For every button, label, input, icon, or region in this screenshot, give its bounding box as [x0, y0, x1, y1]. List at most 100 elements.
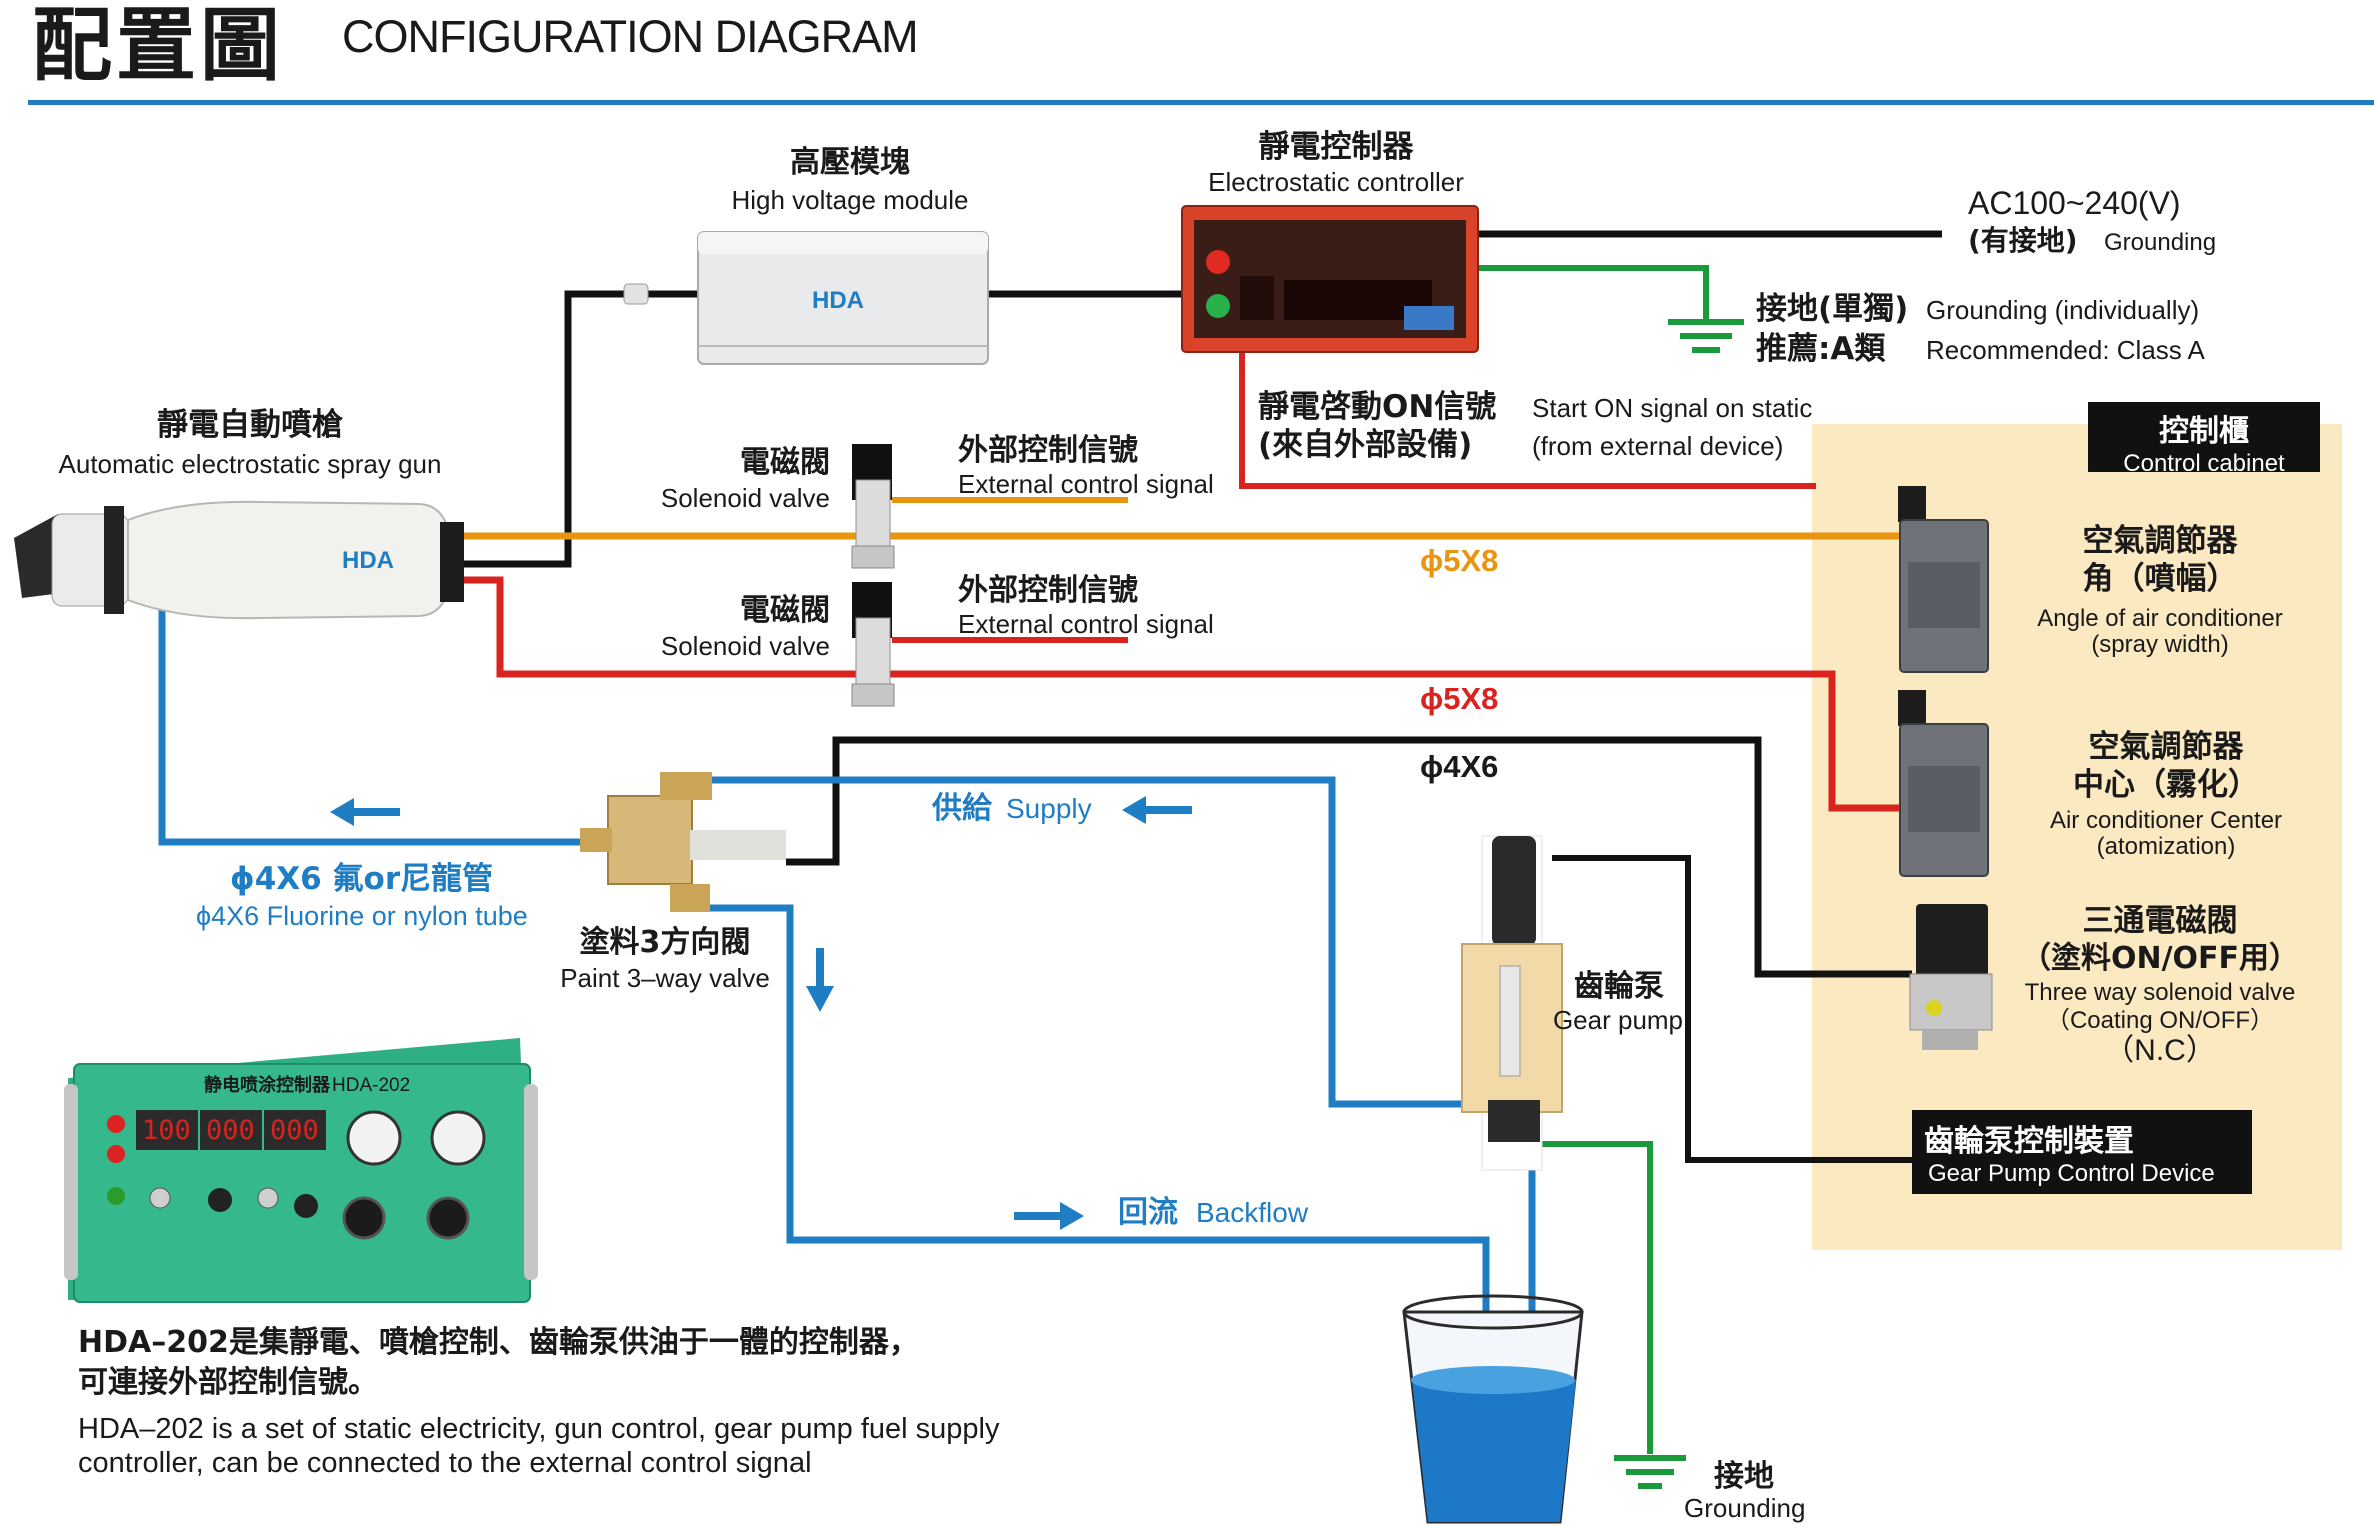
- hv-module-image: [623, 231, 989, 365]
- paint-valve-label-zh: 塗料3方向閥: [579, 925, 751, 960]
- gear-pump-control-cable: [1552, 855, 1912, 1163]
- control-cabinet-label-zh: 控制櫃: [2159, 414, 2249, 449]
- control-cabinet-tag: 控制櫃 Control cabinet: [2088, 402, 2320, 477]
- air-regulator-1-image: [1898, 486, 1989, 673]
- three-way-label-en: Three way solenoid valve: [2024, 979, 2296, 1006]
- spray-gun-image: [14, 500, 464, 620]
- supply-flow-arrow-icon: [1122, 796, 1192, 824]
- gear-pump-image: [1461, 835, 1563, 1171]
- paint-3way-valve-image: [580, 772, 786, 912]
- supply-line: [706, 776, 1480, 1108]
- three-way-label-zh: 三通電磁閥: [2082, 903, 2238, 939]
- black-tube-size: ϕ4X6: [1420, 749, 1499, 784]
- three-way-nc: （N.C）: [2104, 1034, 2216, 1067]
- panel-model: HDA-202: [332, 1075, 411, 1096]
- paint-valve-label-en: Paint 3–way valve: [560, 963, 770, 993]
- start-signal-wire: [1239, 352, 1816, 489]
- controller-ground-wire: [1478, 265, 1709, 320]
- gear-pump-control-label-en: Gear Pump Control Device: [1928, 1160, 2215, 1187]
- description-en-line2: controller, can be connected to the exte…: [78, 1447, 812, 1479]
- red-air-line: [460, 576, 1900, 812]
- black-tube-line: [786, 736, 1912, 978]
- hv-module-label-en: High voltage module: [731, 185, 969, 215]
- panel-display-3: 000: [270, 1115, 319, 1146]
- gear-pump-control-label-zh: 齒輪泵控制裝置: [1924, 1124, 2134, 1159]
- spray-gun-label-en: Automatic electrostatic spray gun: [58, 449, 442, 479]
- electrostatic-controller-image: [1181, 205, 1479, 353]
- regulator2-sub-zh: 中心（霧化）: [2073, 767, 2259, 803]
- fluorine-tube-label-en: ϕ4X6 Fluorine or nylon tube: [196, 901, 528, 931]
- start-signal-source-zh: (來自外部設備): [1258, 427, 1473, 463]
- backflow-label-en: Backflow: [1196, 1197, 1309, 1228]
- solenoid1-label-zh: 電磁閥: [740, 445, 830, 480]
- ground-individual-label-zh: 接地(單獨): [1756, 291, 1909, 327]
- spray-gun-label-zh: 靜電自動噴槍: [157, 407, 343, 443]
- controller-label-zh: 靜電控制器: [1258, 129, 1414, 165]
- start-signal-label-zh: 靜電啓動ON信號: [1258, 389, 1497, 425]
- gear-pump-control-tag: 齒輪泵控制裝置 Gear Pump Control Device: [1912, 1110, 2252, 1194]
- solenoid2-label-en: Solenoid valve: [660, 631, 830, 661]
- page-title-zh: 配置圖: [32, 0, 284, 92]
- solenoid2-signal-en: External control signal: [958, 609, 1214, 639]
- ground-class-label-zh: 推薦:A類: [1756, 331, 1886, 367]
- regulator2-sub-en: (atomization): [2096, 833, 2236, 860]
- hv-module-label-zh: 高壓模塊: [790, 145, 910, 180]
- panel-display-2: 000: [206, 1115, 255, 1146]
- backflow-arrow-icon: [1014, 1202, 1084, 1230]
- air-regulator-2-image: [1898, 690, 1989, 877]
- ground-class-label-en: Recommended: Class A: [1926, 335, 2205, 365]
- solenoid-valve-2-image: [851, 582, 895, 707]
- spray-gun-brand: HDA: [342, 547, 394, 574]
- solenoid1-signal-en: External control signal: [958, 469, 1214, 499]
- start-signal-source-en: (from external device): [1532, 431, 1784, 461]
- panel-display-1: 100: [142, 1115, 191, 1146]
- description-zh-line1: HDA–202是集靜電、噴槍控制、齒輪泵供油于一體的控制器，: [78, 1325, 919, 1360]
- pump-ground-wire: [1540, 1141, 1653, 1454]
- power-voltage-label: AC100~240(V): [1968, 185, 2181, 221]
- regulator1-label-en: Angle of air conditioner: [2037, 605, 2283, 632]
- supply-label-en: Supply: [1006, 793, 1092, 824]
- supply-label-zh: 供給: [932, 791, 992, 826]
- regulator2-label-zh: 空氣調節器: [2088, 729, 2244, 765]
- orange-tube-size: ϕ5X8: [1420, 543, 1499, 578]
- three-way-sub-zh: （塗料ON/OFF用）: [2020, 941, 2300, 976]
- power-ground-label-en: Grounding: [2104, 229, 2217, 256]
- ground-bottom-symbol: [1614, 1455, 1686, 1489]
- ground-bottom-label-zh: 接地: [1714, 1459, 1774, 1494]
- fluorine-flow-arrow-icon: [330, 798, 400, 826]
- solenoid2-label-zh: 電磁閥: [740, 593, 830, 628]
- regulator1-label-zh: 空氣調節器: [2082, 523, 2238, 559]
- paint-bucket-image: [1402, 1294, 1584, 1524]
- regulator1-sub-zh: 角（噴幅）: [2082, 561, 2238, 597]
- control-cabinet-label-en: Control cabinet: [2123, 450, 2285, 477]
- regulator1-sub-en: (spray width): [2091, 631, 2229, 658]
- down-flow-arrow-icon: [806, 948, 834, 1012]
- backflow-label-zh: 回流: [1118, 1195, 1178, 1230]
- red-tube-size: ϕ5X8: [1420, 681, 1499, 716]
- ground-top-symbol: [1668, 319, 1744, 353]
- hv-module-brand: HDA: [812, 287, 864, 314]
- fluorine-tube-line: [158, 522, 592, 846]
- gear-pump-label-en: Gear pump: [1552, 1005, 1684, 1035]
- solenoid1-signal-zh: 外部控制信號: [958, 433, 1138, 468]
- start-signal-label-en: Start ON signal on static: [1532, 393, 1813, 423]
- solenoid2-signal-zh: 外部控制信號: [958, 573, 1138, 608]
- panel-title: 静电喷涂控制器: [204, 1075, 330, 1096]
- solenoid-valve-1-image: [851, 444, 895, 569]
- page-title-en: CONFIGURATION DIAGRAM: [342, 11, 919, 62]
- gear-pump-label-zh: 齒輪泵: [1574, 969, 1664, 1004]
- three-way-solenoid-image: [1909, 904, 1993, 1050]
- hv-cable: [460, 290, 700, 568]
- description-zh-line2: 可連接外部控制信號。: [78, 1365, 378, 1400]
- regulator2-label-en: Air conditioner Center: [2049, 807, 2283, 834]
- power-ground-label-zh: (有接地): [1968, 224, 2078, 257]
- ground-individual-label-en: Grounding (individually): [1926, 295, 2200, 325]
- three-way-sub-en: （Coating ON/OFF）: [2045, 1007, 2275, 1034]
- description-en-line1: HDA–202 is a set of static electricity, …: [78, 1413, 1000, 1445]
- controller-label-en: Electrostatic controller: [1208, 167, 1464, 197]
- hda202-panel-image: [64, 1038, 538, 1303]
- fluorine-tube-label-zh: ϕ4X6 氟or尼龍管: [230, 861, 494, 897]
- solenoid1-label-en: Solenoid valve: [660, 483, 830, 513]
